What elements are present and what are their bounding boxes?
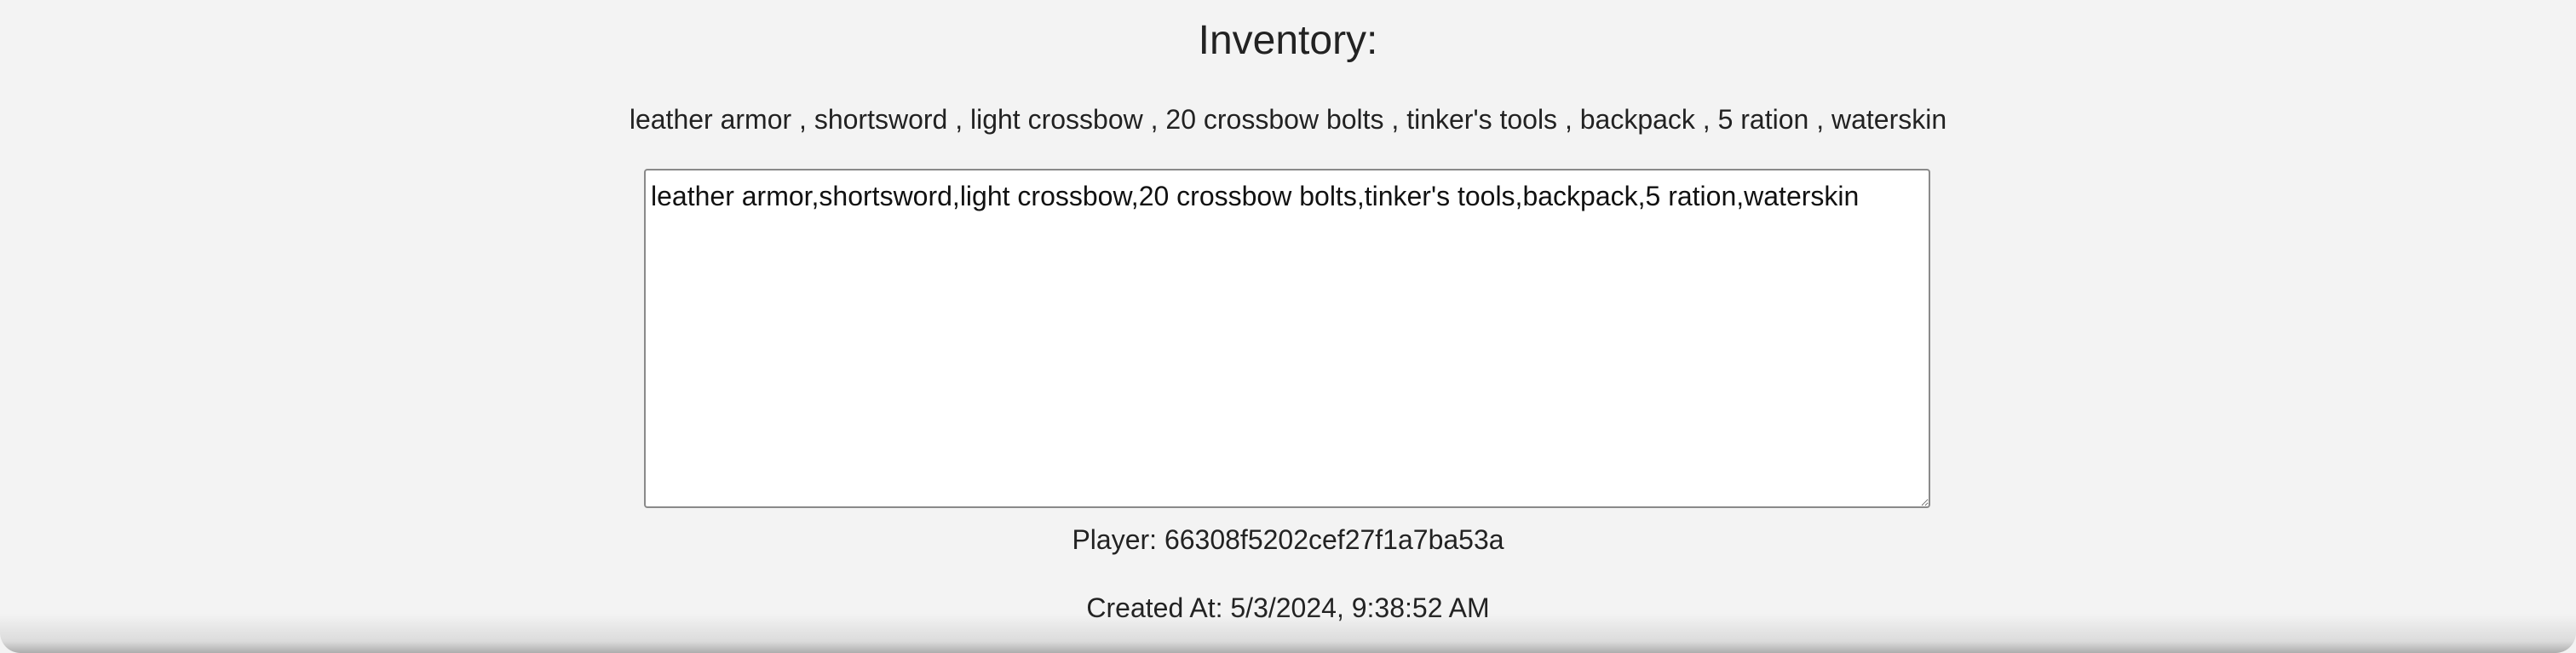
- created-at-text: Created At: 5/3/2024, 9:38:52 AM: [1086, 592, 1490, 623]
- player-id-text: Player: 66308f5202cef27f1a7ba53a: [1072, 524, 1504, 555]
- inventory-items-textarea[interactable]: [644, 169, 1930, 508]
- inventory-items-list: leather armor , shortsword , light cross…: [629, 104, 1947, 135]
- inventory-title: Inventory:: [1198, 18, 1378, 63]
